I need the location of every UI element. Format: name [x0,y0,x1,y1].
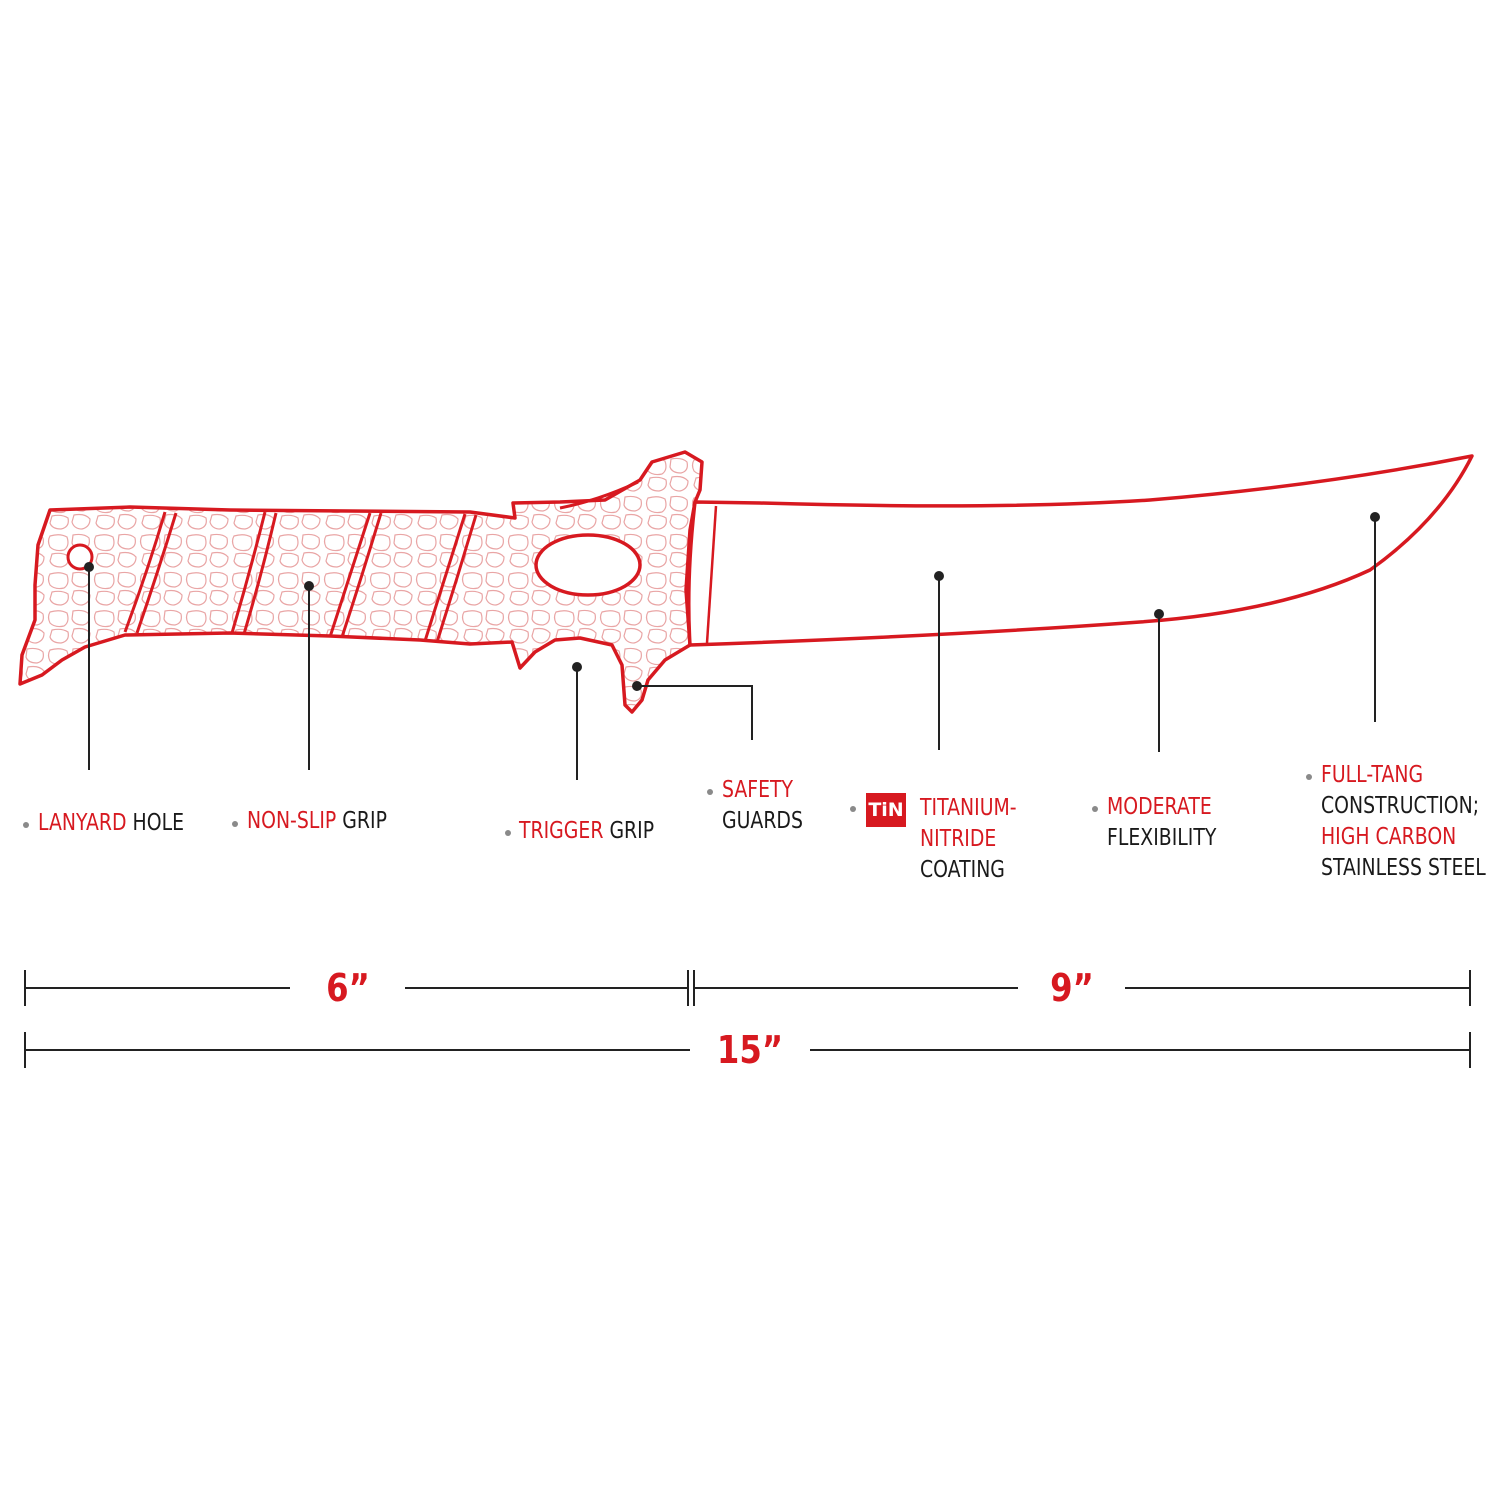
callout-tang-red1: FULL-TANG [1321,762,1424,788]
leader-dot-lanyard [84,562,94,572]
grip-band-2b [242,512,278,635]
guard-oval [534,533,642,597]
leader-dot-grip [304,581,314,591]
callout-grip: NON-SLIP GRIP [247,806,387,837]
bullet-safety [707,789,713,795]
dimension-blade-line [693,970,1471,1006]
callout-safety: SAFETY GUARDS [722,775,803,837]
guard-spur [559,480,639,510]
dimension-handle-line [24,970,689,1006]
grip-band-4 [423,513,467,642]
callout-tang-red2: HIGH CARBON [1321,824,1457,850]
bullet-tang [1306,774,1312,780]
callout-coating-red2: NITRIDE [920,826,997,852]
callout-flex: MODERATE FLEXIBILITY [1107,792,1216,854]
leader-dot-safety [632,681,642,691]
grip-band-3 [328,512,372,638]
callout-grip-red: NON-SLIP [247,808,337,834]
callout-safety-red: SAFETY [722,777,794,803]
blade-bolster-line [705,505,718,644]
callout-flex-red: MODERATE [1107,794,1212,820]
callout-coating-black: COATING [920,857,1005,883]
titanium-nitride-badge-icon: TiN [866,793,906,827]
callout-flex-black: FLEXIBILITY [1107,825,1217,851]
bullet-flex [1092,806,1098,812]
callout-tang-black1: CONSTRUCTION; [1321,793,1480,819]
leader-dot-trigger [572,662,582,672]
callout-lanyard-black: HOLE [126,810,184,836]
leader-dot-tang [1370,512,1380,522]
callout-lanyard: LANYARD HOLE [38,808,184,839]
grip-band-2 [230,511,267,634]
bullet-trigger [505,830,511,836]
knife-blade [687,454,1474,647]
dimension-total-line [24,1032,1471,1068]
dimension-handle-label: 6” [326,966,370,1010]
dimension-blade-label: 9” [1050,966,1094,1010]
grip-band-4b [435,514,478,643]
dimension-total-label: 15” [716,1028,784,1072]
callout-coating-red1: TITANIUM- [920,795,1017,821]
callout-lanyard-red: LANYARD [38,810,127,836]
leader-safety [637,685,753,740]
callout-trigger-red: TRIGGER [519,818,604,844]
grip-band-3b [340,512,383,638]
callout-safety-black: GUARDS [722,808,803,834]
callout-tang-black2: STAINLESS STEEL [1321,855,1486,881]
bullet-grip [232,821,238,827]
callout-tang: FULL-TANG CONSTRUCTION; HIGH CARBON STAI… [1321,760,1486,884]
leader-dot-flex [1154,609,1164,619]
callout-trigger: TRIGGER GRIP [519,816,654,847]
leader-dot-coating [934,571,944,581]
grip-band-1 [123,511,167,633]
callout-coating: TITANIUM- NITRIDE COATING [920,793,1017,886]
callout-grip-black: GRIP [336,808,387,834]
callout-trigger-black: GRIP [603,818,655,844]
grip-band-1b [135,512,178,634]
bullet-coating [850,806,856,812]
bullet-lanyard [23,822,29,828]
